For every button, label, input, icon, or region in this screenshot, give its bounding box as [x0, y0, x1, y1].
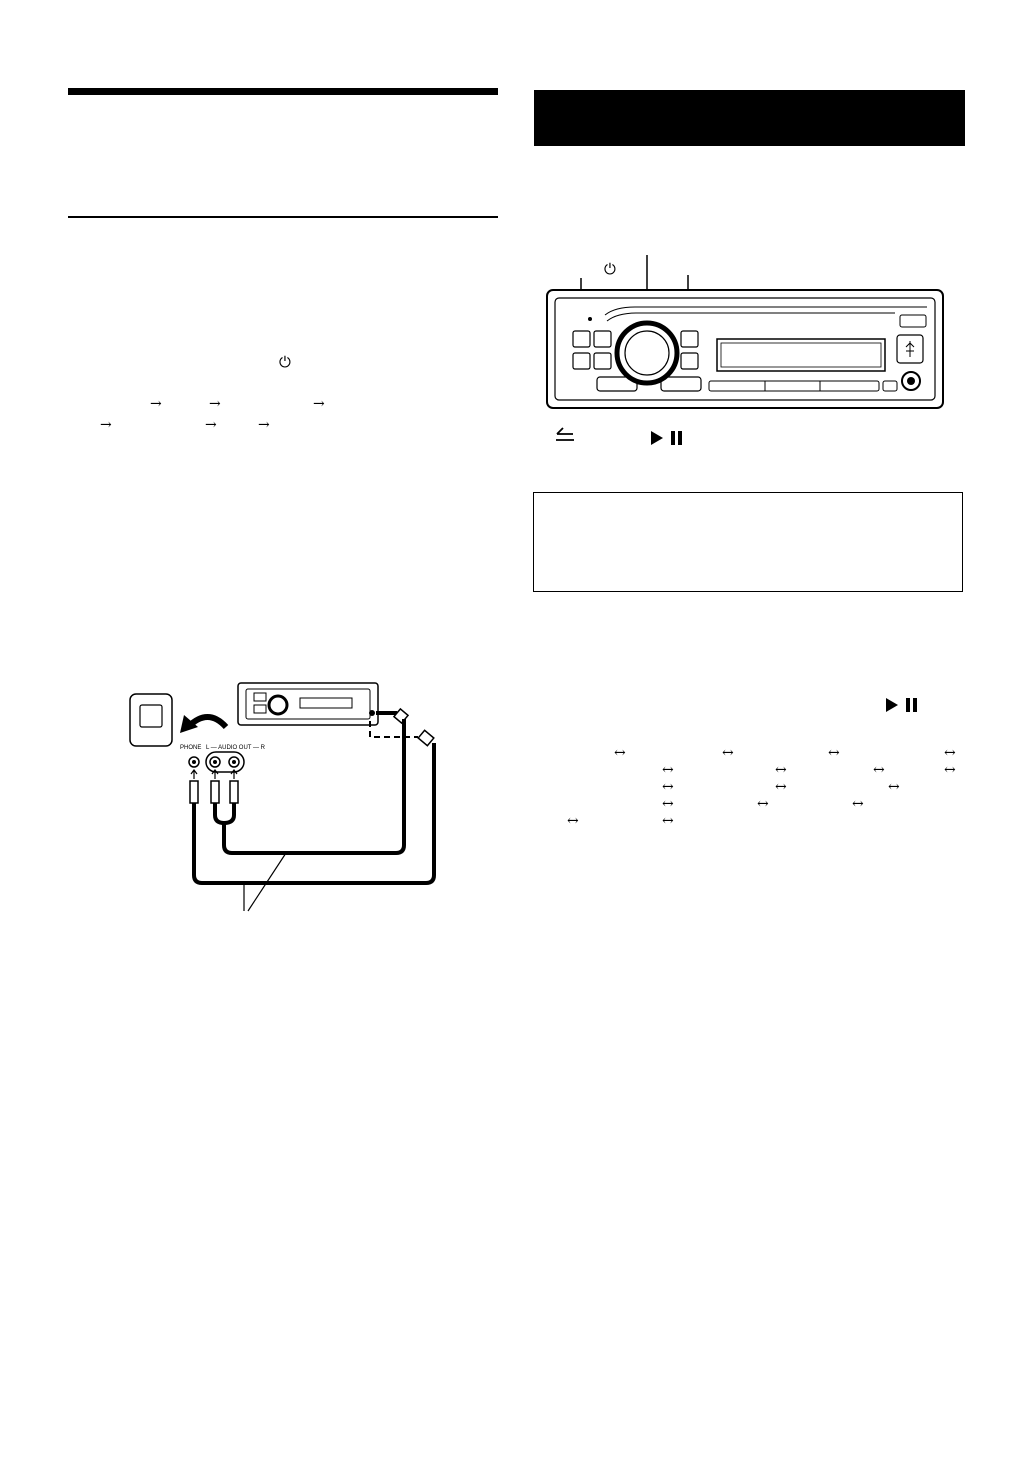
double-arrow-icon: ↔ — [775, 779, 787, 795]
double-arrow-icon: ↔ — [567, 813, 579, 829]
play-pause-icon — [651, 431, 682, 445]
head-unit-front-panel — [546, 255, 944, 409]
arrow-right-icon: → — [150, 396, 162, 412]
double-arrow-icon: ↔ — [614, 745, 626, 761]
audio-out-jack-label: L — AUDIO OUT — R — [206, 745, 266, 751]
double-arrow-icon: ↔ — [828, 745, 840, 761]
left-section-bottom-rule — [68, 216, 498, 218]
power-icon: ⏻ — [604, 260, 616, 278]
portable-player-icon — [129, 693, 173, 747]
double-arrow-icon: ↔ — [662, 779, 674, 795]
arrow-right-icon: → — [100, 417, 112, 433]
double-arrow-icon: ↔ — [662, 796, 674, 812]
return-icon — [556, 427, 574, 441]
double-arrow-icon: ↔ — [873, 762, 885, 778]
phone-jack-label: PHONE — [180, 745, 201, 751]
play-pause-icon — [886, 698, 917, 712]
left-section-top-rule — [68, 88, 498, 95]
double-arrow-icon: ↔ — [944, 745, 956, 761]
head-unit-small-icon — [237, 682, 379, 726]
power-icon: ⏻ — [279, 353, 291, 371]
connection-diagram: PHONE L — AUDIO OUT — R — [129, 682, 436, 912]
arrow-right-icon: → — [205, 417, 217, 433]
double-arrow-icon: ↔ — [722, 745, 734, 761]
double-arrow-icon: ↔ — [888, 779, 900, 795]
arrow-right-icon: → — [313, 396, 325, 412]
info-box — [533, 492, 963, 592]
double-arrow-icon: ↔ — [944, 762, 956, 778]
section-header-banner — [534, 90, 965, 146]
double-arrow-icon: ↔ — [852, 796, 864, 812]
arrow-right-icon: → — [258, 417, 270, 433]
arrow-right-icon: → — [209, 396, 221, 412]
double-arrow-icon: ↔ — [662, 813, 674, 829]
double-arrow-icon: ↔ — [757, 796, 769, 812]
double-arrow-icon: ↔ — [662, 762, 674, 778]
double-arrow-icon: ↔ — [775, 762, 787, 778]
